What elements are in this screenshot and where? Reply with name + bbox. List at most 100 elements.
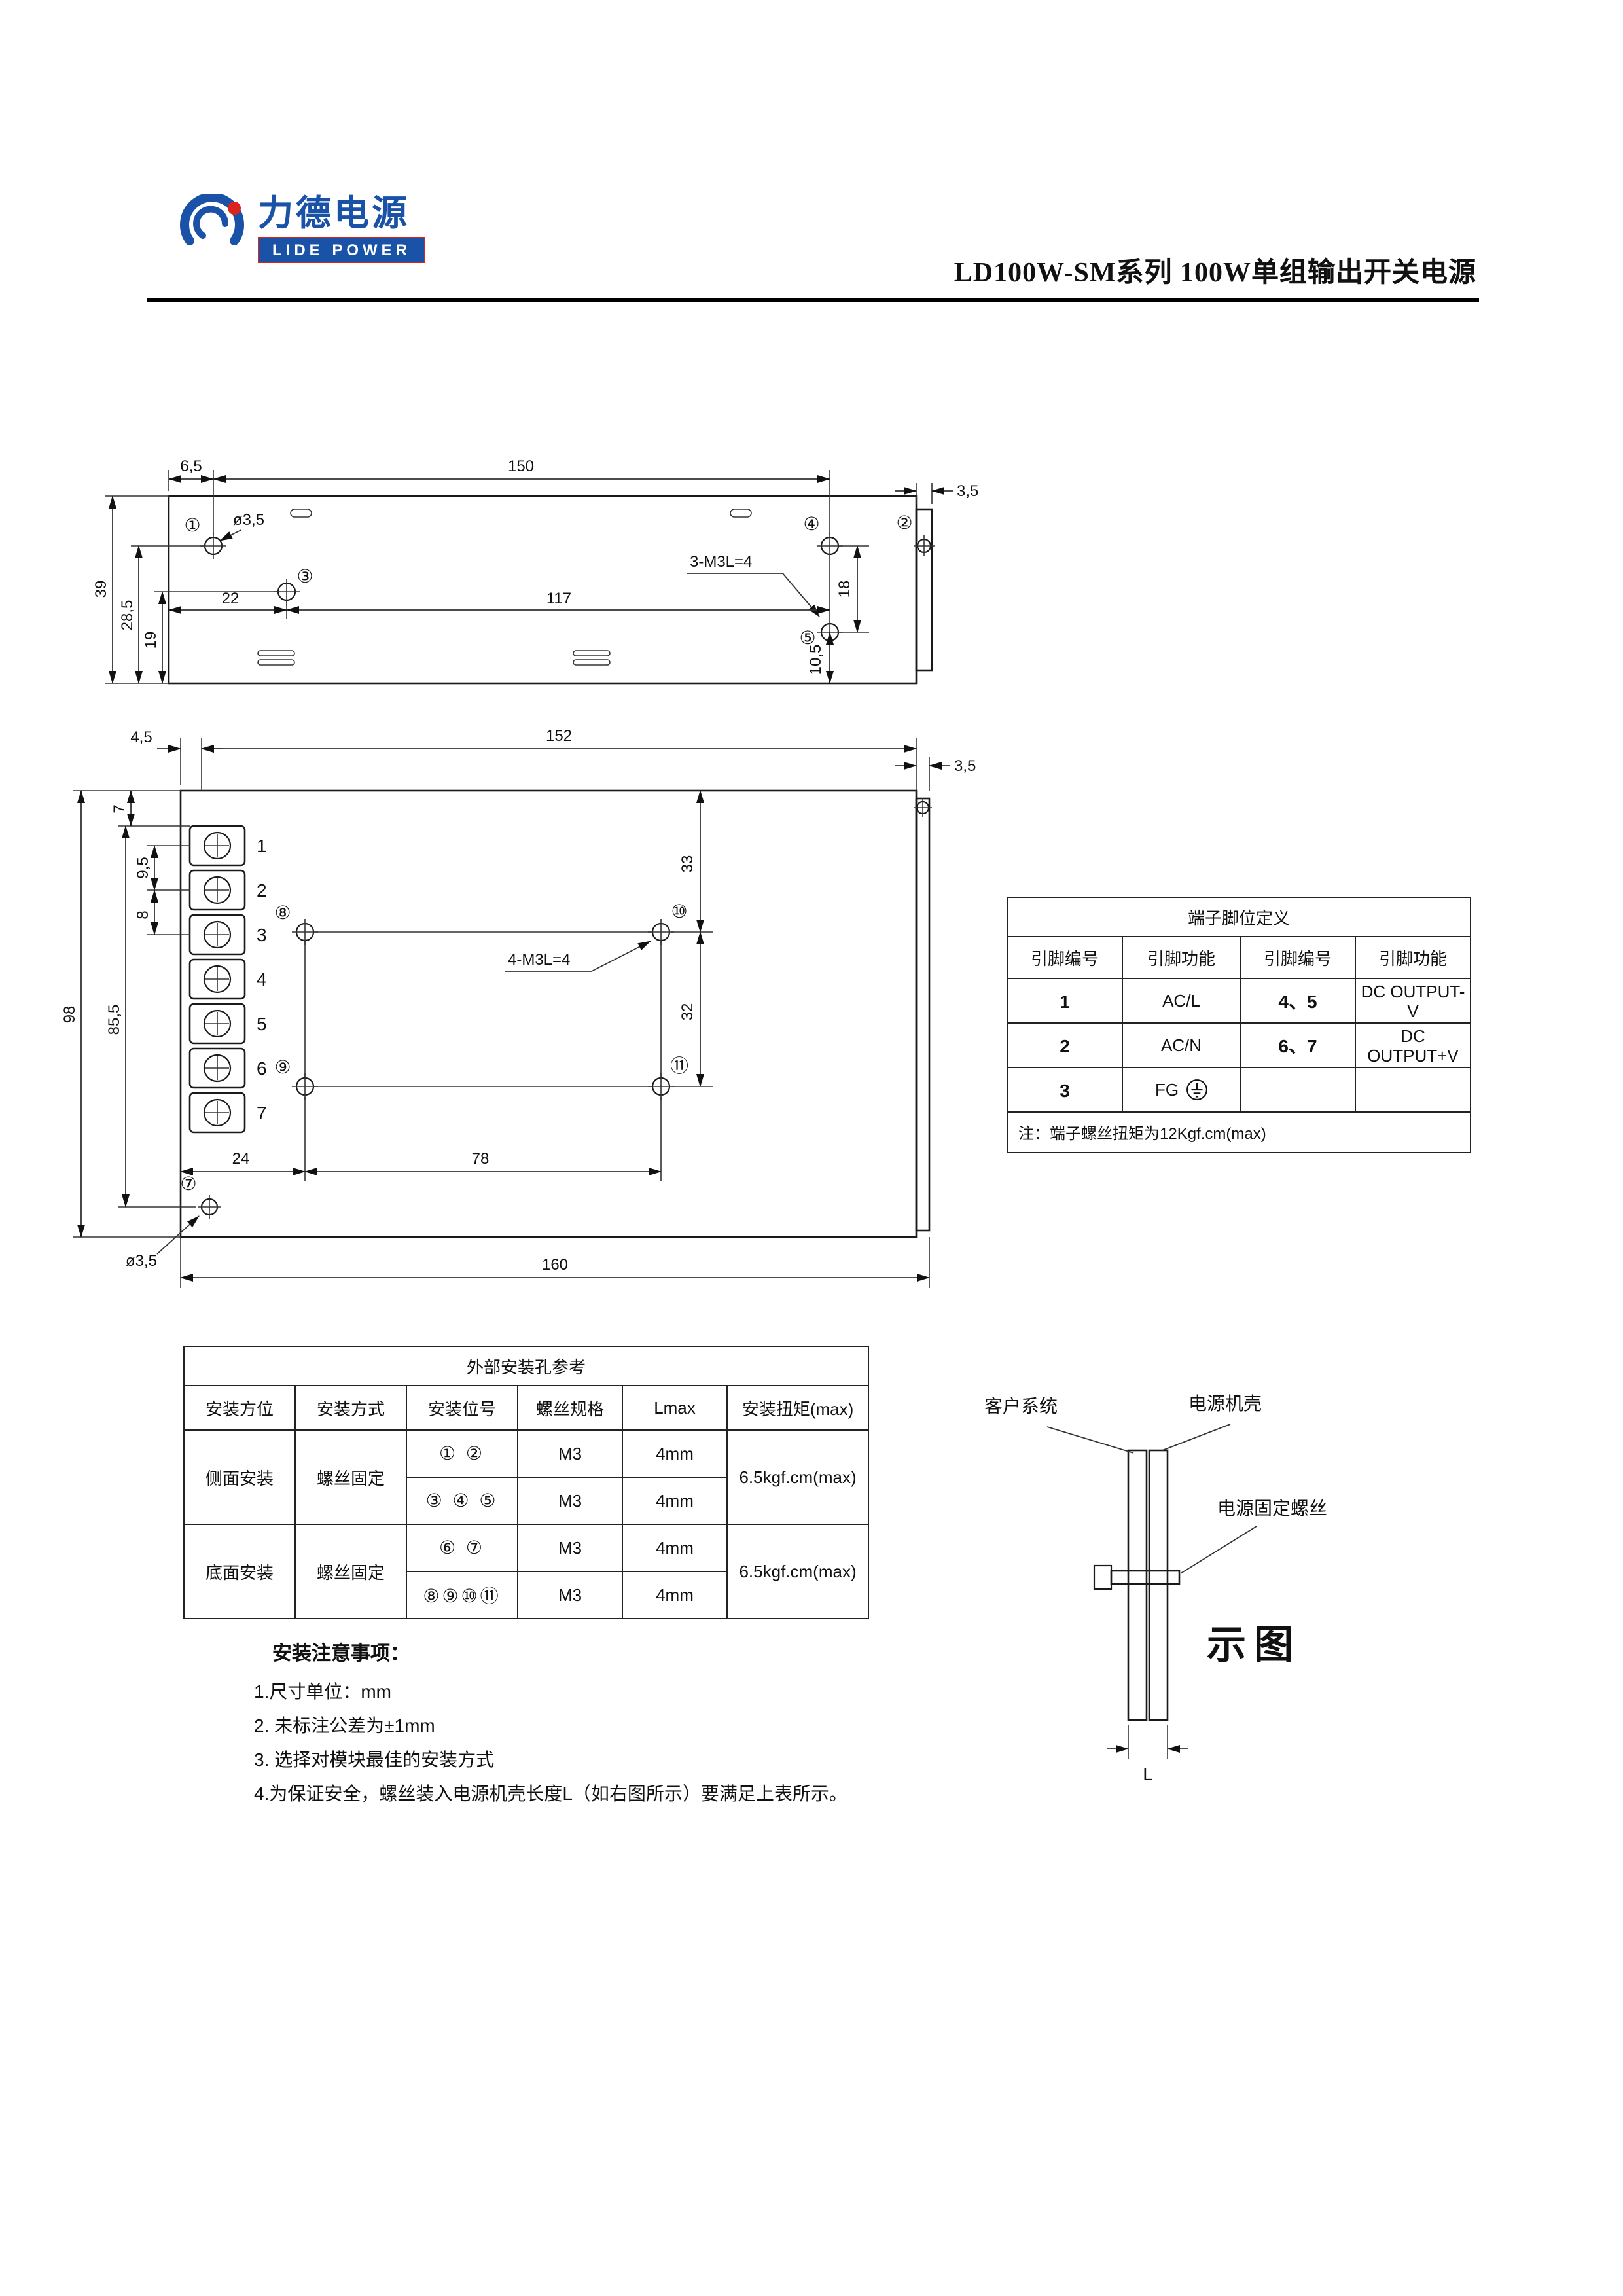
dim-24-label: 24 (232, 1150, 250, 1168)
dim-left-group-front: 7 9,5 8 98 85,5 (61, 790, 196, 1238)
pin-function-fg: FG (1154, 1080, 1179, 1100)
mount-table-header-0: 安装方位 (183, 1385, 296, 1431)
mount-hole-10 (648, 919, 674, 945)
mount-hole-11 (648, 1073, 674, 1100)
page-title: LD100W-SM系列 100W单组输出开关电源 (954, 257, 1476, 288)
dim-6-5-label: 6,5 (180, 457, 202, 475)
terminal-num-6: 6 (257, 1058, 267, 1079)
callout-2: ② (896, 512, 912, 533)
mount-table-header-1: 安装方式 (294, 1385, 407, 1431)
note-item: 1.尺寸单位：mm (254, 1681, 391, 1702)
top-slot-left (290, 509, 312, 518)
mount-hole-4 (817, 533, 843, 559)
terminal-7 (188, 1092, 246, 1134)
label-3-m3l4: 3-M3L=4 (690, 553, 752, 571)
mount-hole-2 (914, 535, 935, 556)
pin-table-row: 1 AC/L 4、5 DC OUTPUT-V (1007, 978, 1472, 1024)
pin-function: FG (1122, 1067, 1241, 1113)
torque-value: 6.5kgf.cm(max) (726, 1524, 870, 1619)
install-diagram: L (1046, 1424, 1257, 1784)
dim-10-5-label: 10,5 (807, 645, 825, 675)
pin-table-header-1: 引脚功能 (1122, 936, 1241, 979)
dim-L-label: L (1143, 1764, 1153, 1784)
mount-hole-9 (292, 1073, 318, 1100)
dim-39-label: 39 (92, 581, 110, 598)
terminal-num-4: 4 (257, 969, 267, 990)
terminal-6 (188, 1047, 246, 1089)
customer-system-label: 客户系统 (984, 1395, 1058, 1416)
pin-function: AC/N (1122, 1022, 1241, 1068)
note-item: 3. 选择对模块最佳的安装方式 (254, 1749, 495, 1770)
customer-wall (1127, 1449, 1148, 1721)
dim-22-117: 22 117 (168, 559, 830, 619)
dim-160-label: 160 (542, 1256, 568, 1274)
dim-152-label: 152 (546, 727, 572, 745)
note-item: 4.为保证安全，螺丝装入电源机壳长度L（如右图所示）要满足上表所示。 (254, 1783, 847, 1804)
logo-text-cn: 力德电源 (258, 194, 410, 233)
lmax-value: 4mm (622, 1429, 728, 1478)
leader-customer (1046, 1426, 1134, 1454)
mount-table-row: ⑧⑨⑩⑪ M3 4mm (184, 1571, 868, 1619)
pin-table-title: 端子脚位定义 (1006, 897, 1472, 937)
dim-3-5-top-label: 3,5 (957, 482, 978, 500)
pin-table-header-3: 引脚功能 (1354, 936, 1472, 979)
dim-4-5-label: 4,5 (130, 728, 152, 746)
installation-notes: 安装注意事项： 1.尺寸单位：mm 2. 未标注公差为±1mm 3. 选择对模块… (249, 1639, 982, 1810)
callout-10: ⑩ (671, 901, 687, 922)
diagram-caption: 示图 (1207, 1624, 1301, 1668)
pin-number: 1 (1007, 978, 1123, 1024)
vent-slots (257, 650, 611, 666)
callout-3: ③ (296, 566, 313, 586)
dim-33-32: 33 32 (671, 790, 713, 1087)
callout-4: ④ (803, 514, 819, 534)
mount-table-row: 底面安装 螺丝固定 ⑥ ⑦ M3 4mm 6.5kgf.cm(max) (183, 1524, 870, 1619)
dim-6-5: 6,5 (168, 457, 830, 535)
pin-number: 4、5 (1240, 978, 1356, 1024)
pin-table-header-0: 引脚编号 (1007, 936, 1123, 979)
pin-number-empty (1240, 1067, 1356, 1113)
mount-hole-ids: ⑧⑨⑩⑪ (406, 1571, 518, 1619)
terminal-5 (188, 1003, 246, 1045)
dim-85-5-label: 85,5 (105, 1005, 123, 1035)
terminal-2 (188, 869, 246, 911)
dim-78-label: 78 (472, 1150, 490, 1168)
label-dia35-top: ø3,5 (233, 511, 264, 529)
top-view-flange (915, 508, 933, 672)
screw-spec: M3 (517, 1524, 623, 1572)
logo-text-en: LIDE POWER (258, 237, 426, 263)
mounting-hole-table: 外部安装孔参考 安装方位 安装方式 安装位号 螺丝规格 Lmax 安装扭矩(ma… (183, 1346, 870, 1619)
dim-150-label: 150 (508, 457, 534, 475)
dim-8-label: 8 (134, 910, 152, 919)
front-view-body (179, 789, 918, 1238)
callout-8: ⑧ (274, 903, 291, 923)
note-item: 2. 未标注公差为±1mm (254, 1715, 435, 1736)
pin-table-row: 2 AC/N 6、7 DC OUTPUT+V (1007, 1022, 1472, 1068)
pin-table-row: 3 FG (1007, 1067, 1472, 1113)
callout-7: ⑦ (180, 1174, 196, 1194)
fixing-screw-label: 电源固定螺丝 (1217, 1498, 1327, 1518)
dim-33-label: 33 (679, 855, 696, 873)
terminal-num-5: 5 (257, 1014, 267, 1034)
callout-1: ① (184, 515, 200, 535)
leader-screw (1180, 1526, 1257, 1574)
case-wall (1148, 1449, 1169, 1721)
mount-table-row: ③ ④ ⑤ M3 4mm (184, 1477, 868, 1525)
terminal-num-7: 7 (257, 1103, 267, 1123)
mount-table-header-2: 安装位号 (406, 1385, 518, 1431)
lmax-value: 4mm (622, 1524, 728, 1572)
psu-top-view: ① ③ ④ ② ⑤ 3-M3L=4 ø3,5 6,5 (92, 457, 978, 685)
terminal-1 (188, 825, 246, 867)
ground-icon (1186, 1079, 1207, 1100)
dim-19-label: 19 (142, 632, 160, 649)
leader-case (1162, 1424, 1231, 1451)
terminal-4 (188, 958, 246, 1000)
dim-4-5-152: 4,5 152 (130, 727, 917, 791)
mount-hole-8 (292, 919, 318, 945)
pin-definition-table: 端子脚位定义 引脚编号 引脚功能 引脚编号 引脚功能 1 AC/L 4、5 DC… (1006, 897, 1472, 1153)
screw-spec: M3 (517, 1477, 623, 1525)
callout-5: ⑤ (799, 628, 815, 648)
dim-7-label: 7 (111, 804, 128, 813)
mount-table-title: 外部安装孔参考 (183, 1346, 870, 1386)
bottom-mount-holes: ⑧ ⑨ ⑩ ⑪ (274, 901, 688, 1100)
